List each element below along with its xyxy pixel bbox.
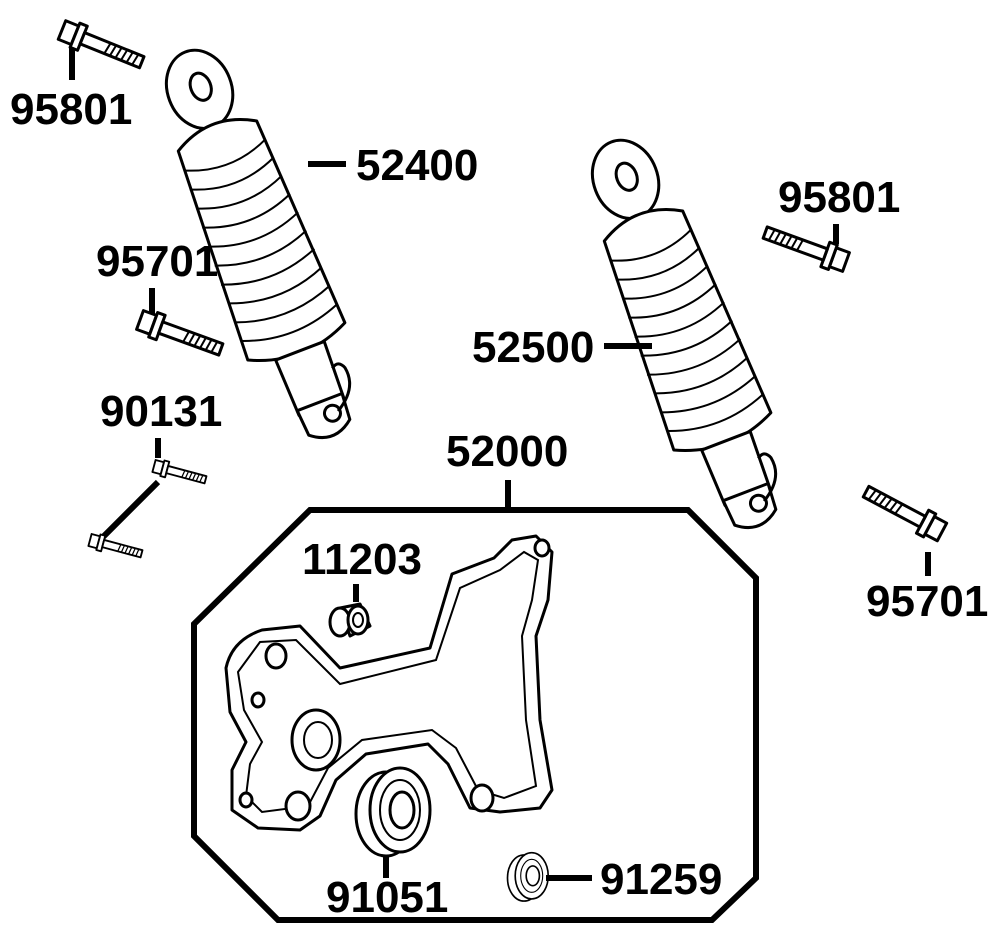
part-label-91051[interactable]: 91051 [326,873,448,922]
part-label-95701-right[interactable]: 95701 [866,577,988,626]
bearing-91051-icon [354,766,432,858]
bolt-90131-lower-icon [86,531,145,563]
part-label-95701-left[interactable]: 95701 [96,237,218,286]
bushing-11203-icon [328,602,372,638]
bolt-95701-right-icon [858,478,950,545]
part-label-52000[interactable]: 52000 [446,427,568,476]
bolt-90131-upper-icon [150,457,209,489]
leader-90131 [97,438,161,543]
part-label-91259[interactable]: 91259 [600,855,722,904]
shock-absorber-52500-icon [561,121,809,546]
part-label-11203[interactable]: 11203 [302,535,422,584]
part-label-52400[interactable]: 52400 [356,141,478,190]
bracket-plate-icon [224,534,554,832]
part-label-90131[interactable]: 90131 [100,387,222,436]
part-label-95801-left[interactable]: 95801 [10,85,132,134]
part-label-95801-right[interactable]: 95801 [778,173,900,222]
bearing-91259-icon [506,851,550,902]
bolt-95701-left-icon [134,306,227,364]
assembly-outline-box [191,507,759,923]
part-label-52500[interactable]: 52500 [472,323,594,372]
